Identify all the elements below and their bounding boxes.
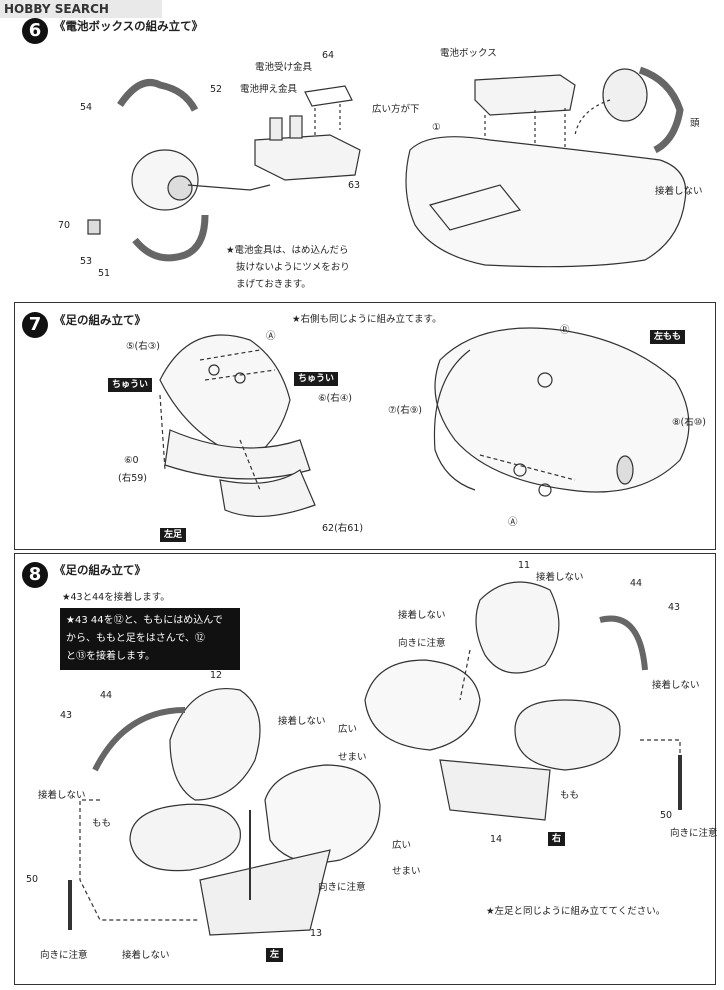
label-battery-box: 電池ボックス	[440, 48, 497, 59]
part-62: 62(右61)	[322, 523, 364, 534]
part-B: Ⓑ	[560, 325, 570, 336]
part-43-right: 43	[668, 602, 681, 613]
label-battery-receiver: 電池受け金具	[255, 62, 313, 73]
label-wide-down: 広い方が下	[372, 104, 420, 115]
panel-step-7	[14, 302, 716, 550]
part-50-left: 50	[26, 874, 39, 885]
label-head: 頭	[690, 118, 700, 129]
step-8-box-line-2: から、ももと足をはさんで、⑫	[66, 633, 205, 644]
part-13: 13	[310, 928, 323, 939]
part-50-right: 50	[660, 810, 673, 821]
label-no-glue-8b: 接着しない	[38, 790, 86, 801]
label-caution-dir-left1: 向きに注意	[318, 882, 366, 893]
label-wide-right: 広い	[338, 724, 358, 735]
part-64: 64	[322, 50, 335, 61]
tag-left-thigh: 左もも	[650, 330, 686, 344]
part-14: 14	[490, 834, 503, 845]
label-no-glue-8a: 接着しない	[278, 716, 326, 727]
part-52: 52	[210, 84, 223, 95]
label-narrow-right: せまい	[338, 752, 367, 763]
step-6-badge: 6	[22, 18, 48, 44]
label-thigh-left: もも	[92, 818, 112, 829]
step-6-note-1: ★電池金具は、はめ込んだら	[226, 245, 349, 256]
label-no-glue-8f: 接着しない	[652, 680, 700, 691]
tag-left-foot: 左足	[160, 528, 187, 542]
part-12: 12	[210, 670, 223, 681]
part-A2: Ⓐ	[508, 517, 518, 528]
part-70: 70	[58, 220, 71, 231]
part-44-left: 44	[100, 690, 113, 701]
step-6-title: 《電池ボックスの組み立て》	[54, 19, 204, 33]
label-caution-dir-right2: 向きに注意	[670, 828, 718, 839]
part-43-left: 43	[60, 710, 73, 721]
part-60: ⑥0	[124, 455, 139, 466]
part-54: 54	[80, 102, 93, 113]
step-8-badge: 8	[22, 562, 48, 588]
part-8: ⑧(右⑩)	[672, 417, 706, 428]
step-6-note-2: 抜けないようにツメをおり	[236, 262, 350, 273]
watermark: HOBBY SEARCH	[0, 0, 162, 18]
tag-center-2: ちゅうい	[294, 372, 339, 386]
part-44-right: 44	[630, 578, 643, 589]
step-8-title: 《足の組み立て》	[54, 563, 146, 577]
part-5: ⑤(右③)	[126, 341, 160, 352]
step-7-title: 《足の組み立て》	[54, 313, 146, 327]
part-6: ⑥(右④)	[318, 393, 352, 404]
label-no-glue-8c: 接着しない	[122, 950, 170, 961]
tag-center-1: ちゅうい	[108, 378, 153, 392]
label-caution-dir-right1: 向きに注意	[398, 638, 446, 649]
tag-right: 右	[548, 832, 566, 846]
panel-step-8	[14, 553, 716, 985]
part-11: 11	[518, 560, 531, 571]
label-thigh-right: もも	[560, 790, 580, 801]
label-no-glue-8e: 接着しない	[398, 610, 446, 621]
step-8-footer: ★左足と同じように組み立ててください。	[486, 906, 666, 917]
step-8-glue-note: ★43と44を接着します。	[62, 592, 170, 603]
label-narrow-left: せまい	[392, 866, 421, 877]
part-59: (右59)	[118, 473, 148, 484]
label-caution-dir-left2: 向きに注意	[40, 950, 88, 961]
part-51: 51	[98, 268, 111, 279]
part-53: 53	[80, 256, 93, 267]
label-no-glue-6: 接着しない	[655, 186, 703, 197]
part-A: Ⓐ	[266, 331, 276, 342]
label-no-glue-8d: 接着しない	[536, 572, 584, 583]
label-battery-press: 電池押え金具	[240, 84, 298, 95]
part-7: ⑦(右⑨)	[388, 405, 422, 416]
step-8-box-line-1: ★43 44を⑫と、ももにはめ込んで	[66, 615, 223, 626]
part-1: ①	[432, 122, 441, 133]
step-8-box-line-3: と⑬を接着します。	[66, 651, 155, 662]
step-8-instruction-box: ★43 44を⑫と、ももにはめ込んで から、ももと足をはさんで、⑫ と⑬を接着し…	[60, 608, 240, 670]
part-63: 63	[348, 180, 361, 191]
step-7-badge: 7	[22, 312, 48, 338]
step-6-note-3: まげておきます。	[236, 279, 311, 290]
label-wide-left: 広い	[392, 840, 412, 851]
step-7-note: ★右側も同じように組み立てます。	[292, 314, 442, 325]
tag-left: 左	[266, 948, 284, 962]
